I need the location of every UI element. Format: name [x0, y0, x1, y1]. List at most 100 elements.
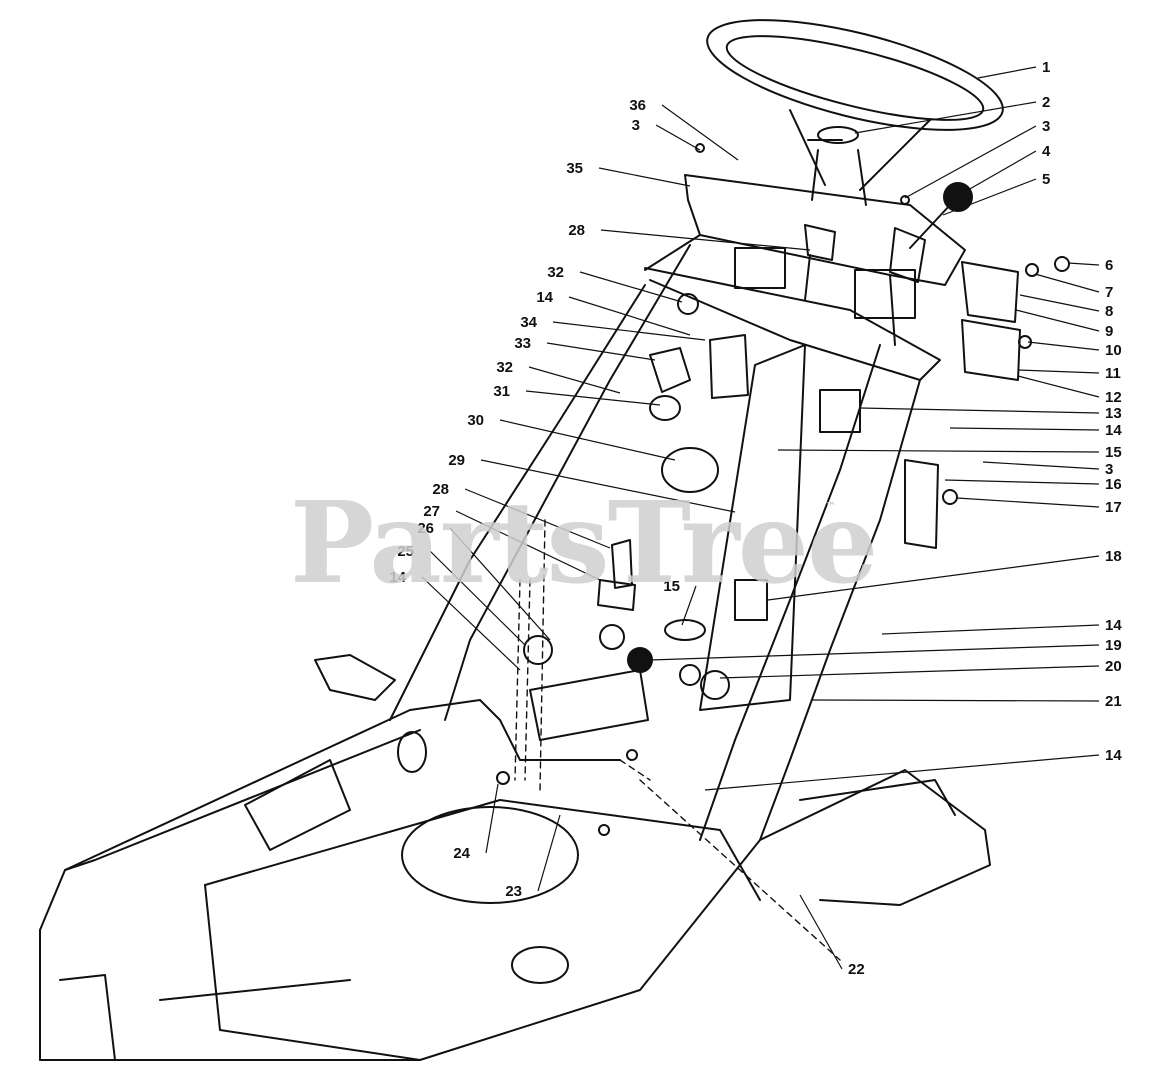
callout-leader	[767, 555, 1100, 601]
callout-leader	[956, 497, 1100, 508]
callout-label: 24	[453, 845, 470, 862]
callout-label: 36	[629, 97, 646, 114]
callout-leader	[1017, 369, 1100, 374]
callout-label: 6	[1105, 257, 1113, 274]
callout-leaders	[421, 66, 1100, 970]
callout-leader	[1067, 262, 1100, 266]
callout-labels: 1234567891011121314153161718141920211422…	[389, 59, 1122, 978]
callout-label: 7	[1105, 284, 1113, 301]
callout-label: 34	[520, 314, 537, 331]
callout-label: 3	[632, 117, 640, 134]
callout-leader	[598, 167, 691, 187]
callout-label: 25	[397, 543, 414, 560]
side-plates	[904, 261, 1021, 549]
assembly-lines	[514, 519, 841, 961]
callout-leader	[499, 419, 676, 461]
callout-leader	[546, 342, 656, 361]
steering-wheel	[706, 19, 1004, 206]
callout-label: 32	[547, 264, 564, 281]
callout-label: 11	[1105, 365, 1121, 382]
callout-label: 15	[1105, 444, 1122, 461]
callout-label: 1	[1042, 59, 1050, 76]
callout-label: 17	[1105, 499, 1122, 516]
callout-label: 12	[1105, 389, 1122, 406]
callout-label: 10	[1105, 342, 1122, 359]
callout-label: 2	[1042, 94, 1050, 111]
ignition-parts	[523, 293, 861, 741]
callout-leader	[480, 459, 736, 513]
callout-label: 19	[1105, 637, 1122, 654]
callout-leader	[421, 576, 521, 671]
callout-leader	[537, 814, 561, 892]
callout-leader	[719, 665, 1100, 679]
callout-leader	[949, 427, 1100, 431]
callout-label: 14	[389, 569, 406, 586]
steering-pedestal	[389, 244, 921, 841]
callout-label: 30	[467, 412, 484, 429]
callout-leader	[568, 296, 691, 336]
callout-leader	[464, 488, 611, 549]
callout-label: 21	[1105, 693, 1122, 710]
callout-leader	[859, 407, 1100, 414]
callout-label: 9	[1105, 323, 1113, 340]
callout-leader	[977, 66, 1037, 79]
callout-leader	[904, 125, 1037, 199]
callout-leader	[449, 527, 551, 641]
callout-label: 4	[1042, 143, 1051, 160]
callout-label: 29	[448, 452, 465, 469]
callout-leader	[600, 229, 811, 251]
callout-label: 8	[1105, 303, 1113, 320]
callout-leader	[944, 479, 1100, 485]
callout-leader	[1019, 294, 1100, 312]
watermark-trademark: ™	[825, 500, 836, 513]
callout-label: 31	[493, 383, 510, 400]
callout-label: 14	[1105, 747, 1122, 764]
callout-label: 3	[1105, 461, 1113, 478]
callout-label: 35	[566, 160, 583, 177]
callout-leader	[1015, 309, 1100, 332]
callout-leader	[881, 624, 1100, 635]
callout-label: 5	[1042, 171, 1050, 188]
tractor-chassis	[39, 654, 991, 1061]
callout-leader	[704, 754, 1100, 791]
callout-leader	[811, 699, 1100, 702]
callout-label: 13	[1105, 405, 1122, 422]
callout-leader	[681, 585, 697, 626]
callout-leader	[579, 271, 683, 303]
callout-label: 27	[423, 503, 440, 520]
callout-label: 15	[663, 578, 680, 595]
fasteners	[496, 143, 1070, 836]
callout-label: 23	[505, 883, 522, 900]
callout-leader	[982, 461, 1100, 470]
callout-label: 14	[1105, 617, 1122, 634]
callout-leader	[455, 510, 601, 581]
callout-leader	[967, 150, 1037, 191]
callout-leader	[525, 390, 661, 406]
callout-leader	[854, 101, 1037, 134]
callout-label: 3	[1042, 118, 1050, 135]
callout-label: 33	[514, 335, 531, 352]
callout-label: 28	[432, 481, 449, 498]
callout-leader	[485, 783, 499, 854]
callout-label: 16	[1105, 476, 1122, 493]
callout-leader	[552, 321, 706, 341]
callout-leader	[1027, 341, 1100, 351]
callout-label: 20	[1105, 658, 1122, 675]
callout-leader	[649, 644, 1100, 661]
callout-label: 14	[1105, 422, 1122, 439]
callout-label: 18	[1105, 548, 1122, 565]
callout-leader	[1034, 273, 1100, 293]
callout-leader	[942, 178, 1037, 216]
callout-leader	[799, 894, 843, 970]
callout-label: 28	[568, 222, 585, 239]
callout-leader	[777, 449, 1100, 453]
callout-leader	[429, 550, 526, 646]
callout-leader	[528, 366, 621, 394]
callout-label: 32	[496, 359, 513, 376]
callout-leader	[661, 104, 739, 161]
shift-lever	[889, 182, 973, 283]
callout-label: 22	[848, 961, 865, 978]
callout-leader	[655, 124, 701, 151]
callout-label: 26	[417, 520, 434, 537]
